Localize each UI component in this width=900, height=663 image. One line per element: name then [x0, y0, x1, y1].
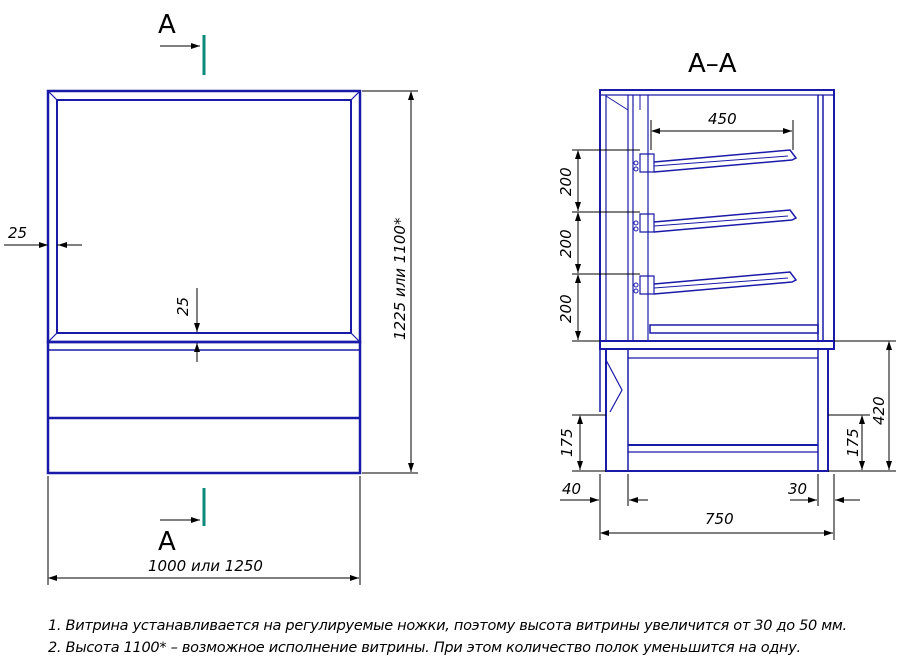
- dim-frame-bottom: 25: [174, 297, 192, 316]
- display-frame: [46, 89, 362, 344]
- section-base-top: [599, 340, 835, 350]
- dim-base-height: 420: [870, 396, 888, 425]
- display-glass: [56, 99, 352, 334]
- shelf-2: [639, 209, 798, 233]
- dim-depth: 750: [705, 510, 734, 528]
- note-2: 2. Высота 1100* – возможное исполнение в…: [48, 640, 801, 656]
- shelf-3: [639, 271, 798, 295]
- dim-offset-left: 40: [562, 480, 581, 498]
- dim-height: 1225 или 1100*: [391, 217, 409, 340]
- dim-shelf-1: 200: [557, 167, 575, 196]
- base-cabinet: [46, 340, 362, 475]
- section-label-top: A: [158, 10, 176, 40]
- dim-base-left: 175: [558, 428, 576, 457]
- section-base: [605, 348, 829, 472]
- shelf-1: [639, 149, 798, 173]
- front-view: A 25 25 1225 или 1100* 1000 или 1: [4, 10, 418, 585]
- dim-width: 1000 или 1250: [148, 557, 263, 575]
- dim-base-right: 175: [844, 428, 862, 457]
- dim-offset-right: 30: [788, 480, 807, 498]
- section-label-bottom: A: [158, 527, 176, 557]
- dim-frame-left: 25: [8, 224, 27, 242]
- dim-shelf-depth: 450: [708, 110, 737, 128]
- dim-shelf-3: 200: [557, 294, 575, 323]
- section-view: A–A: [557, 49, 896, 540]
- section-title: A–A: [688, 49, 737, 79]
- dim-shelf-2: 200: [557, 229, 575, 258]
- note-1: 1. Витрина устанавливается на регулируем…: [48, 618, 847, 634]
